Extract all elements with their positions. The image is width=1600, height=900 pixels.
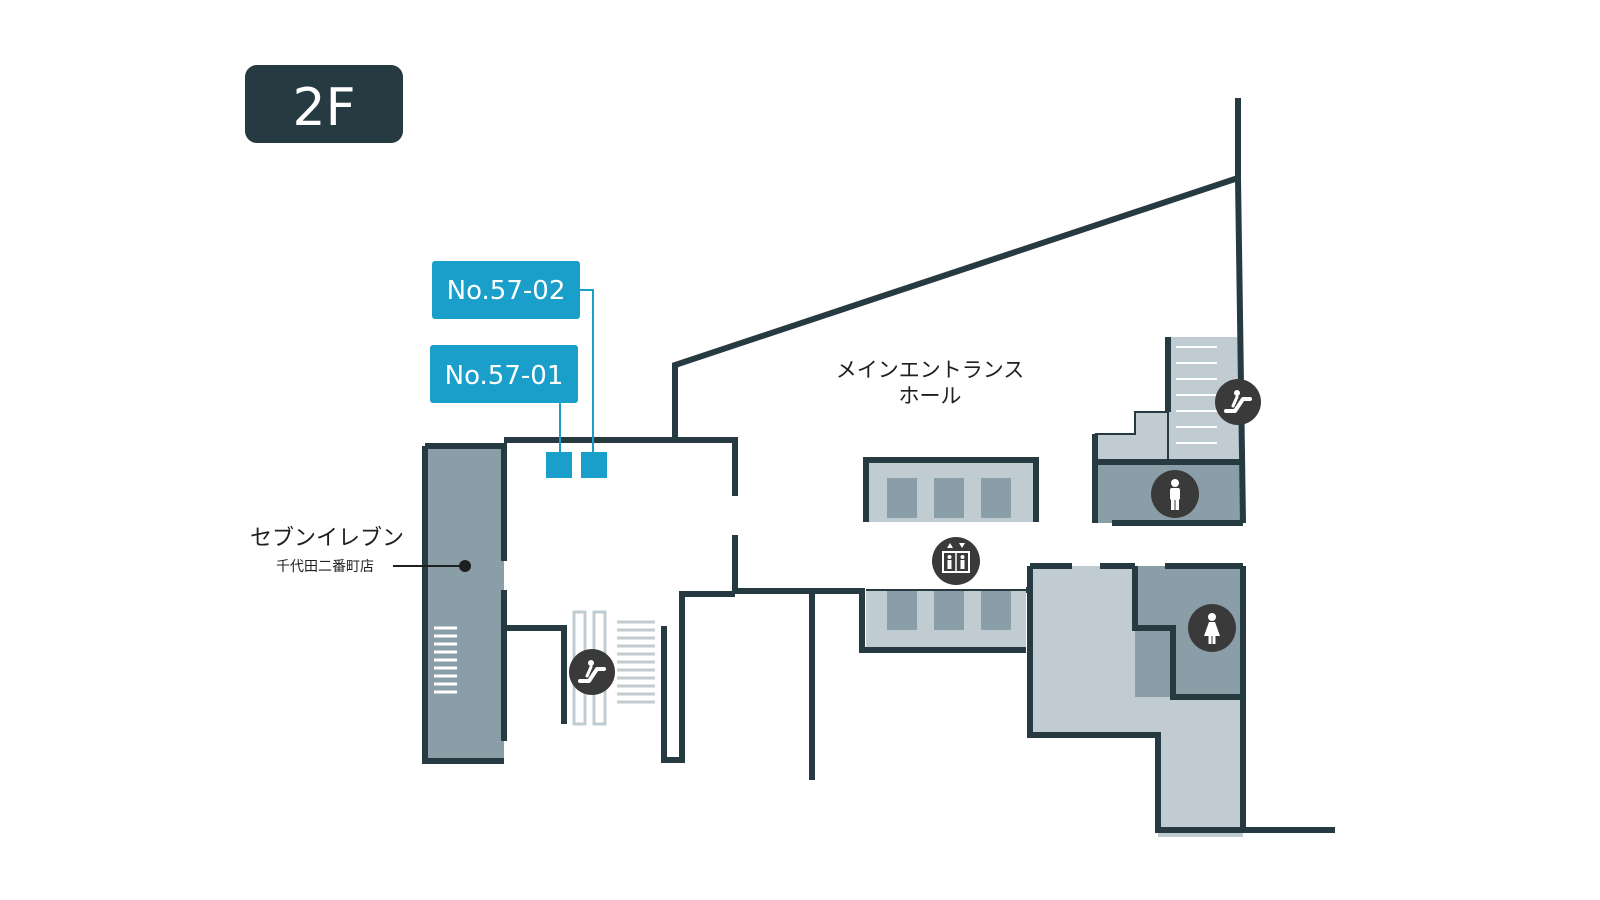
area-fills: [425, 337, 1243, 837]
spot-connector: [559, 401, 561, 456]
floor-badge-bg: [245, 65, 403, 143]
escalator-icon: [569, 649, 615, 695]
spot-label-57-02[interactable]: No.57-02: [432, 261, 580, 319]
elevator-car: [981, 478, 1011, 518]
elevator-car: [981, 590, 1011, 630]
escalator-icon: [1215, 379, 1261, 425]
male-restroom-icon: [1151, 470, 1199, 518]
store-pointer-dot: [459, 560, 471, 572]
store-branch-label: 千代田二番町店: [276, 559, 374, 575]
floor-label: 2F: [293, 78, 356, 138]
entrance-hall-label-line1: メインエントランス: [836, 358, 1025, 382]
elevator-icon: [932, 537, 980, 585]
spot-markers[interactable]: [546, 289, 607, 478]
entrance-hall-label-line2: ホール: [899, 384, 962, 408]
elevator-car: [934, 590, 964, 630]
spot-connector: [578, 289, 594, 456]
thin-walls: [866, 337, 1169, 591]
stairs-left: [617, 620, 655, 704]
store-name-label: セブンイレブン: [250, 526, 404, 551]
store-area: [425, 446, 504, 761]
spot-label-text: No.57-01: [445, 361, 564, 391]
spot-label-text: No.57-02: [447, 276, 566, 306]
stairs-right: [1175, 341, 1218, 457]
elevator-car: [887, 478, 917, 518]
spot-label-57-01[interactable]: No.57-01: [430, 345, 578, 403]
elevator-car: [887, 590, 917, 630]
elevator-cars: [887, 478, 1011, 630]
spot-marker-57-01[interactable]: [546, 452, 572, 478]
female-restroom-icon: [1188, 604, 1236, 652]
elevator-car: [934, 478, 964, 518]
store-stripes: [434, 626, 457, 694]
floor-badge: 2F: [245, 65, 403, 143]
stairs-right-lines: [1176, 346, 1217, 444]
walls: [422, 98, 1335, 833]
spot-marker-57-02[interactable]: [581, 452, 607, 478]
